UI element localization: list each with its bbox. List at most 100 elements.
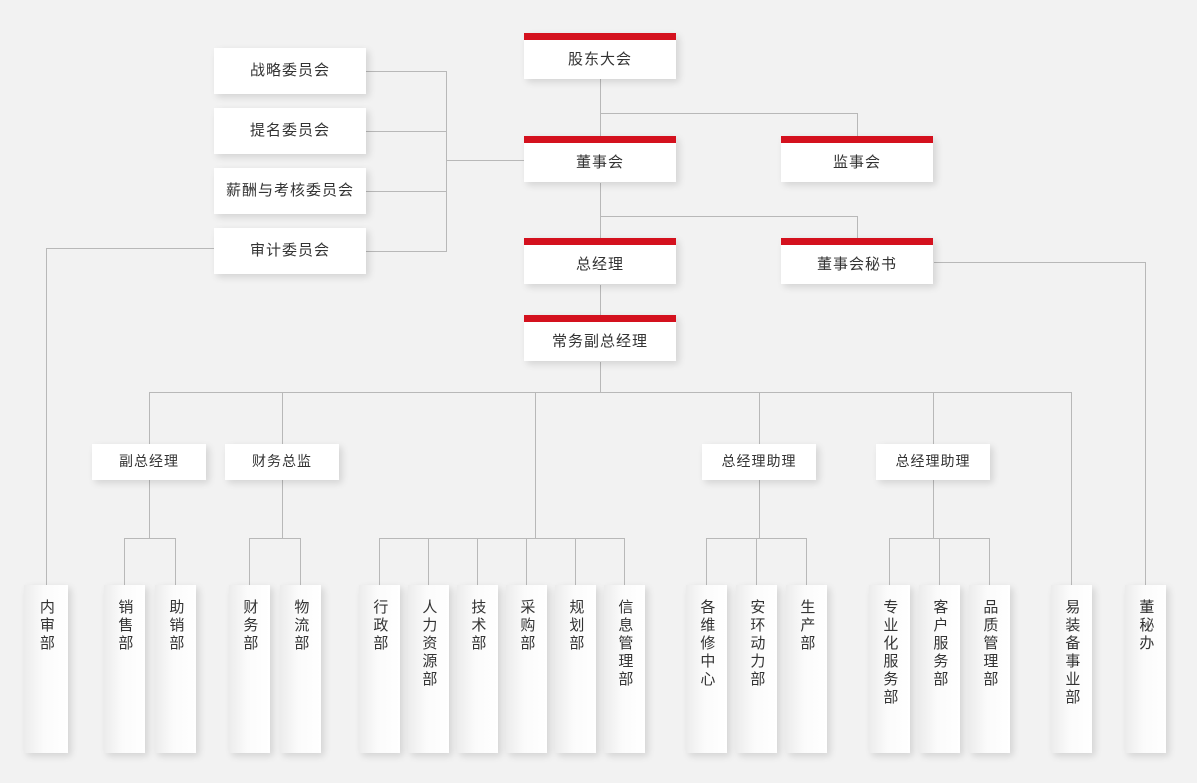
node-dept-internal-audit[interactable]: 内审部 [24,585,68,753]
line-bus-to-admin-group [535,392,536,538]
line-board-supervisors-bus [600,113,858,114]
line-cfo-down [282,480,283,538]
node-executive-vice-gm[interactable]: 常务副总经理 [524,315,676,361]
node-dept-equipment-division[interactable]: 易装备事业部 [1051,585,1092,753]
node-label: 常务副总经理 [551,331,648,350]
line-to-secretary [857,216,858,238]
node-dept-info-management[interactable]: 信息管理部 [604,585,645,753]
node-label: 销售部 [116,599,135,653]
node-committee-compensation[interactable]: 薪酬与考核委员会 [214,168,366,214]
node-dept-quality-management[interactable]: 品质管理部 [969,585,1010,753]
line-committee-to-board [446,160,525,161]
node-label: 采购部 [518,599,537,653]
node-label: 安环动力部 [748,599,767,689]
node-label: 内审部 [37,599,56,653]
red-accent-bar [524,136,676,143]
node-cfo[interactable]: 财务总监 [225,444,339,480]
node-dept-professional-services[interactable]: 专业化服务部 [869,585,910,753]
node-label: 提名委员会 [249,121,330,140]
line-committee-audit [366,251,447,252]
line-gm-secretary-bus [600,216,858,217]
line-gmasst1-production [806,538,807,585]
node-label: 董秘办 [1137,599,1156,653]
line-to-supervisors [857,113,858,136]
node-label: 总经理助理 [895,453,971,470]
line-committee-compensation [366,191,447,192]
node-dept-planning[interactable]: 规划部 [555,585,596,753]
line-shareholders-down [600,79,601,113]
line-central-bus [379,538,624,539]
node-label: 董事会秘书 [816,254,897,273]
line-central-hr [428,538,429,585]
node-label: 品质管理部 [981,599,1000,689]
node-dept-human-resources[interactable]: 人力资源部 [408,585,449,753]
node-label: 财务部 [241,599,260,653]
node-label: 规划部 [567,599,586,653]
node-label: 董事会 [575,152,624,171]
line-audit-left-rail [46,248,216,249]
node-label: 信息管理部 [616,599,635,689]
line-central-tech [477,538,478,585]
node-supervisors[interactable]: 监事会 [781,136,933,182]
line-cfo-bus [249,538,300,539]
node-dept-sales-support[interactable]: 助销部 [155,585,196,753]
red-accent-bar [524,315,676,322]
node-label: 客户服务部 [931,599,950,689]
line-gmasst2-down [933,480,934,538]
node-label: 生产部 [798,599,817,653]
line-central-planning [575,538,576,585]
node-label: 总经理助理 [721,453,797,470]
node-dept-finance[interactable]: 财务部 [229,585,270,753]
node-dept-technology[interactable]: 技术部 [457,585,498,753]
node-label: 股东大会 [567,49,632,68]
line-central-info [624,538,625,585]
node-dept-logistics[interactable]: 物流部 [280,585,321,753]
node-label: 人力资源部 [420,599,439,689]
node-dept-administration[interactable]: 行政部 [359,585,400,753]
line-vgm-down [149,480,150,538]
line-central-procurement [526,538,527,585]
line-to-board [600,113,601,136]
node-dept-customer-service[interactable]: 客户服务部 [919,585,960,753]
node-committee-nomination[interactable]: 提名委员会 [214,108,366,154]
node-general-manager[interactable]: 总经理 [524,238,676,284]
node-board-secretary[interactable]: 董事会秘书 [781,238,933,284]
node-label: 监事会 [832,152,881,171]
line-cfo-finance [249,538,250,585]
node-committee-audit[interactable]: 审计委员会 [214,228,366,274]
line-to-gm [600,216,601,238]
line-gmasst1-down [759,480,760,538]
node-dept-safety-power[interactable]: 安环动力部 [736,585,777,753]
node-vice-general-manager[interactable]: 副总经理 [92,444,206,480]
red-accent-bar [781,136,933,143]
line-vgm-salessupport [175,538,176,585]
node-label: 易装备事业部 [1063,599,1082,707]
line-audit-down-rail [46,248,47,585]
node-gm-assistant-1[interactable]: 总经理助理 [702,444,816,480]
line-bus-to-gmasst2 [933,392,934,444]
line-main-bus [149,392,1071,393]
node-label: 物流部 [292,599,311,653]
line-bus-to-vgm [149,392,150,444]
node-dept-procurement[interactable]: 采购部 [506,585,547,753]
node-label: 审计委员会 [249,241,330,260]
node-board[interactable]: 董事会 [524,136,676,182]
line-execvgm-down [600,362,601,392]
line-cfo-logistics [300,538,301,585]
node-committee-strategy[interactable]: 战略委员会 [214,48,366,94]
node-dept-maintenance[interactable]: 各维修中心 [686,585,727,753]
line-vgm-bus [124,538,175,539]
node-label: 总经理 [575,254,624,273]
line-gmasst1-maintenance [706,538,707,585]
node-dept-production[interactable]: 生产部 [786,585,827,753]
node-dept-secretary-office[interactable]: 董秘办 [1125,585,1166,753]
line-secretary-right-rail [934,262,1145,263]
node-dept-sales[interactable]: 销售部 [104,585,145,753]
line-gmasst2-quality [989,538,990,585]
line-gmasst1-safety [756,538,757,585]
node-shareholders[interactable]: 股东大会 [524,33,676,79]
line-bus-to-gmasst1 [759,392,760,444]
line-board-down [600,183,601,216]
line-secretary-down-rail [1145,262,1146,585]
node-gm-assistant-2[interactable]: 总经理助理 [876,444,990,480]
